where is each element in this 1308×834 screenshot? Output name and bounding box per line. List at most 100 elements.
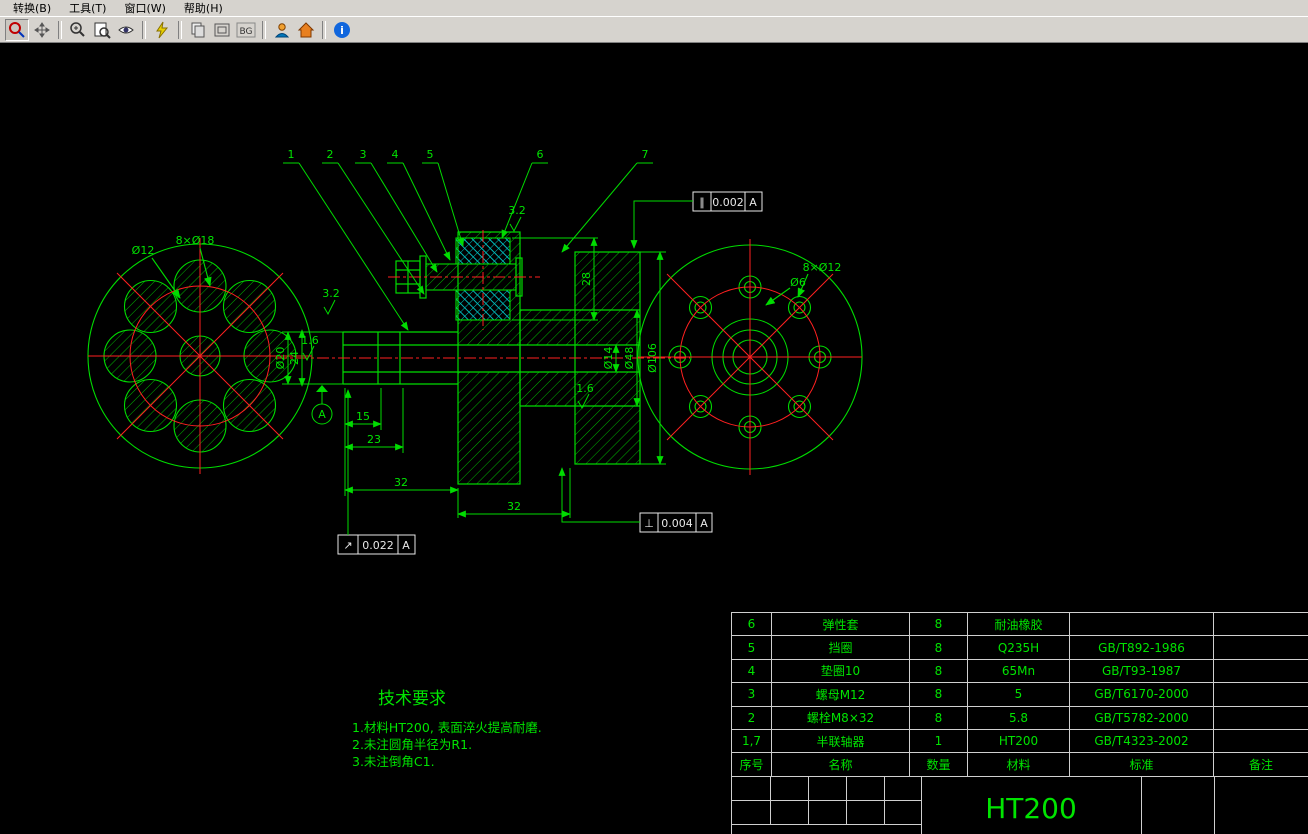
balloon-3: 3: [360, 148, 367, 161]
bom-header-notes: 备注: [1214, 753, 1308, 777]
tech-line-3: 3.未注倒角C1.: [352, 754, 435, 769]
toolbar-separator: [178, 20, 182, 39]
titleblock-line: [770, 776, 771, 824]
menu-item-help[interactable]: 帮助(H): [183, 2, 223, 15]
bom-cell: 8: [910, 636, 968, 660]
bom-header-standard: 标准: [1070, 753, 1214, 777]
tech-line-2: 2.未注圆角半径为R1.: [352, 737, 472, 752]
pages-icon[interactable]: [187, 20, 209, 40]
title-block: HT200: [731, 776, 1308, 834]
titleblock-line: [732, 800, 921, 801]
lightning-icon[interactable]: [151, 20, 173, 40]
zoom-extents-icon[interactable]: [91, 20, 113, 40]
bom-cell: 螺栓M8×32: [772, 706, 910, 730]
bom-cell: 垫圈10: [772, 659, 910, 684]
bg-layer-icon[interactable]: BG: [235, 20, 257, 40]
titleblock-line: [921, 776, 922, 834]
menu-item-window[interactable]: 窗口(W): [124, 2, 166, 15]
balloon-2: 2: [327, 148, 334, 161]
dim-dia48: Ø48: [623, 347, 636, 370]
bom-cell: [1070, 613, 1214, 637]
datum-label: A: [318, 408, 326, 421]
balloon-1: 1: [288, 148, 295, 161]
bom-cell: 5: [732, 636, 772, 660]
user-icon[interactable]: [271, 20, 293, 40]
perpendicularity-datum: A: [700, 517, 708, 530]
right-view-centerlines: [638, 239, 862, 475]
runout-value: 0.022: [362, 539, 394, 552]
left-view-centerlines: [88, 238, 312, 474]
left-view-hole-dia-label: Ø12: [132, 244, 155, 257]
left-end-view: Ø12 8×Ø18: [87, 234, 313, 474]
tolerance-frames: ∥ 0.002 A ⊥ 0.004 A ↗ 0.022 A A: [311, 191, 763, 555]
menu-item-convert[interactable]: 转换(B): [13, 2, 52, 15]
surface-1.6-bore: 1.6: [576, 382, 594, 395]
balloon-4: 4: [392, 148, 399, 161]
bom-cell: GB/T6170-2000: [1070, 683, 1214, 707]
bom-header-material: 材料: [968, 753, 1070, 777]
dimensions: 15 23 32 32 28 Ø14 Ø48 Ø106 Ø20 24 3.2 3…: [274, 204, 666, 518]
dim-dia20: Ø20: [274, 347, 287, 370]
bom-cell: 5.8: [968, 706, 1070, 730]
toolbar: BG i: [0, 16, 1308, 43]
bom-cell: 4: [732, 659, 772, 684]
titleblock-line: [884, 776, 885, 824]
bom-cell: [1214, 660, 1308, 684]
frame-icon[interactable]: [211, 20, 233, 40]
parallelism-value: 0.002: [712, 196, 744, 209]
bom-cell: 2: [732, 706, 772, 730]
technical-requirements: 技术要求 1.材料HT200, 表面淬火提高耐磨. 2.未注圆角半径为R1. 3…: [352, 689, 542, 769]
bom-cell: 弹性套: [772, 613, 910, 637]
toolbar-separator: [142, 20, 146, 39]
bom-cell: 1: [910, 729, 968, 754]
balloon-7: 7: [642, 148, 649, 161]
dim-24: 24: [288, 351, 301, 365]
bom-cell: [1214, 636, 1308, 660]
bom-header-qty: 数量: [910, 753, 968, 777]
bom-cell: 6: [732, 613, 772, 637]
bg-icon-label: BG: [240, 27, 253, 37]
zoom-in-icon[interactable]: [67, 20, 89, 40]
balloon-5: 5: [427, 148, 434, 161]
menu-item-tools[interactable]: 工具(T): [69, 2, 107, 15]
bom-cell: 螺母M12: [772, 683, 910, 707]
bom-cell: 8: [910, 683, 968, 707]
bom-cell: 1,7: [732, 729, 772, 754]
balloon-6: 6: [537, 148, 544, 161]
right-end-view: 8×Ø12 Ø6: [637, 239, 863, 475]
section-hatching: [458, 232, 640, 484]
zoom-window-icon[interactable]: [5, 18, 29, 41]
parallelism-symbol: ∥: [699, 196, 705, 209]
bom-cell: [1214, 707, 1308, 730]
info-icon[interactable]: i: [331, 20, 353, 40]
bom-header-name: 名称: [772, 753, 910, 777]
bom-cell: [1214, 730, 1308, 754]
titleblock-line: [808, 776, 809, 824]
bom-cell: 8: [910, 613, 968, 637]
perpendicularity-value: 0.004: [661, 517, 693, 530]
toolbar-separator: [262, 20, 266, 39]
bom-cell: 65Mn: [968, 659, 1070, 684]
menu-bar: 转换(B) 工具(T) 窗口(W) 帮助(H): [0, 0, 1308, 16]
titleblock-material: HT200: [985, 791, 1077, 825]
bom-cell: 半联轴器: [772, 729, 910, 754]
dim-32-right: 32: [507, 500, 521, 513]
bom-header-seq: 序号: [732, 753, 772, 777]
dim-15: 15: [356, 410, 370, 423]
runout-symbol: ↗: [343, 539, 352, 552]
runout-datum: A: [402, 539, 410, 552]
surface-3.2-top: 3.2: [508, 204, 526, 217]
left-view-holes-label: 8×Ø18: [176, 234, 215, 247]
home-icon[interactable]: [295, 20, 317, 40]
dim-dia14: Ø14: [602, 347, 615, 370]
cad-drawing-canvas[interactable]: Ø12 8×Ø18 8×Ø12 Ø6: [0, 41, 1308, 834]
surface-1.6-left: 1.6: [301, 334, 319, 347]
visibility-eye-icon[interactable]: [115, 20, 137, 40]
dim-dia106: Ø106: [646, 343, 659, 373]
bom-cell: 挡圈: [772, 636, 910, 660]
bom-cell: GB/T93-1987: [1070, 659, 1214, 684]
dim-23: 23: [367, 433, 381, 446]
bom-cell: HT200: [968, 729, 1070, 754]
pan-icon[interactable]: [31, 20, 53, 40]
titleblock-line: [1141, 776, 1142, 834]
